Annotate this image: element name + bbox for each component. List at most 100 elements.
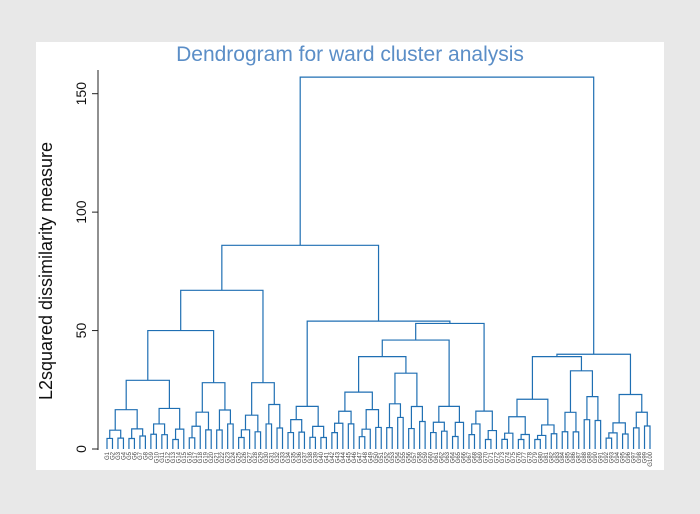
leaf-label: G38 bbox=[308, 451, 314, 463]
chart-title: Dendrogram for ward cluster analysis bbox=[176, 43, 524, 66]
dendrogram-branch bbox=[531, 356, 583, 400]
leaf-label: G45 bbox=[346, 451, 352, 463]
leaf-label: G57 bbox=[412, 451, 418, 463]
leaf-label: G50 bbox=[374, 451, 380, 463]
y-axis-label: L2squared dissimilarity measure bbox=[36, 142, 56, 400]
leaf-label: G4 bbox=[121, 451, 127, 460]
leaf-label: G46 bbox=[352, 451, 358, 463]
leaf-label: G21 bbox=[215, 451, 221, 463]
leaf-label: G32 bbox=[275, 451, 281, 463]
dendrogram-branch bbox=[643, 425, 651, 449]
leaf-label: G55 bbox=[401, 451, 407, 463]
dendrogram-branch bbox=[221, 244, 380, 322]
dendrogram-branch bbox=[635, 411, 648, 428]
dendrogram-branch bbox=[358, 356, 407, 393]
dendrogram-branch bbox=[244, 414, 259, 432]
leaf-label: G54 bbox=[396, 451, 402, 463]
leaf-label: G60 bbox=[429, 451, 435, 463]
leaf-label: G40 bbox=[319, 451, 325, 463]
leaf-label: G82 bbox=[549, 451, 555, 463]
leaf-label: G70 bbox=[483, 451, 489, 463]
dendrogram-branch bbox=[365, 409, 380, 430]
leaf-label: G81 bbox=[544, 451, 550, 463]
leaf-label: G67 bbox=[467, 451, 473, 463]
leaf-label: G100 bbox=[648, 451, 654, 466]
dendrogram-branch bbox=[605, 437, 613, 449]
leaf-label: G49 bbox=[368, 451, 374, 463]
leaf-label: G51 bbox=[379, 451, 385, 463]
dendrogram-branch bbox=[147, 329, 215, 383]
dendrogram-branch bbox=[388, 403, 402, 428]
leaf-label: G84 bbox=[560, 451, 566, 463]
leaf-label: G25 bbox=[237, 451, 243, 463]
dendrogram-branch bbox=[254, 431, 262, 449]
leaf-label: G24 bbox=[231, 451, 237, 463]
dendrogram-branch bbox=[240, 429, 251, 449]
leaf-label: G65 bbox=[456, 451, 462, 463]
dendrogram-branch bbox=[408, 427, 415, 449]
dendrogram-branch bbox=[114, 409, 138, 431]
leaf-label: G35 bbox=[291, 451, 297, 463]
dendrogram-branch bbox=[381, 339, 450, 407]
leaf-label: G91 bbox=[599, 451, 605, 463]
dendrogram-branch bbox=[430, 431, 437, 449]
leaf-label: G20 bbox=[209, 451, 215, 463]
leaf-label: G85 bbox=[566, 451, 572, 463]
dendrogram-branch bbox=[218, 409, 232, 430]
leaf-label: G68 bbox=[472, 451, 478, 463]
dendrogram-branch bbox=[410, 405, 423, 429]
dendrogram-branch bbox=[550, 433, 558, 449]
leaf-label: G63 bbox=[445, 451, 451, 463]
leaf-label: G59 bbox=[423, 451, 429, 463]
leaf-label: G27 bbox=[248, 451, 254, 463]
leaf-label: G56 bbox=[407, 451, 413, 463]
leaf-label: G41 bbox=[324, 451, 330, 463]
leaf-label: G29 bbox=[259, 451, 265, 463]
leaf-label: G90 bbox=[593, 451, 599, 463]
leaf-label: G1 bbox=[105, 451, 111, 460]
leaf-label: G72 bbox=[494, 451, 500, 463]
leaf-label: G93 bbox=[610, 451, 616, 463]
dendrogram-branch bbox=[268, 403, 281, 428]
leaf-label: G75 bbox=[511, 451, 517, 463]
leaf-label: G14 bbox=[176, 451, 182, 463]
leaf-label: G73 bbox=[500, 451, 506, 463]
leaf-label: G6 bbox=[132, 451, 138, 460]
leaf-label: G22 bbox=[220, 451, 226, 463]
dendrogram-branch bbox=[618, 393, 643, 423]
leaf-label: G33 bbox=[281, 451, 287, 463]
leaf-label: G80 bbox=[538, 451, 544, 463]
leaf-label: G44 bbox=[341, 451, 347, 463]
dendrogram-branch bbox=[520, 433, 530, 449]
dendrogram-branch bbox=[106, 437, 114, 449]
leaf-label: G86 bbox=[571, 451, 577, 463]
dendrogram-branch bbox=[150, 433, 157, 449]
leaf-label: G92 bbox=[604, 451, 610, 463]
dendrogram-branch bbox=[621, 433, 629, 449]
leaf-label: G77 bbox=[522, 451, 528, 463]
y-tick-label-50: 50 bbox=[73, 323, 89, 339]
dendrogram-branch bbox=[586, 396, 599, 421]
leaf-label: G28 bbox=[253, 451, 259, 463]
leaf-label: G87 bbox=[577, 451, 583, 463]
leaf-label: G99 bbox=[643, 451, 649, 463]
leaf-label: G43 bbox=[335, 451, 341, 463]
dendrogram-branch bbox=[312, 425, 325, 438]
leaf-label: G69 bbox=[478, 451, 484, 463]
leaf-label: G2 bbox=[110, 451, 116, 460]
leaf-label: G17 bbox=[193, 451, 199, 463]
leaf-label: G37 bbox=[302, 451, 308, 463]
dendrogram-branch bbox=[451, 435, 459, 449]
leaf-label: G10 bbox=[154, 451, 160, 463]
leaf-label: G76 bbox=[516, 451, 522, 463]
y-tick-label-150: 150 bbox=[73, 82, 89, 106]
leaf-label: G7 bbox=[138, 451, 144, 460]
leaf-label: G88 bbox=[582, 451, 588, 463]
leaf-label: G64 bbox=[451, 451, 457, 463]
leaf-label: G9 bbox=[149, 451, 155, 460]
dendrogram-branch bbox=[320, 436, 327, 449]
leaf-label: G58 bbox=[418, 451, 424, 463]
